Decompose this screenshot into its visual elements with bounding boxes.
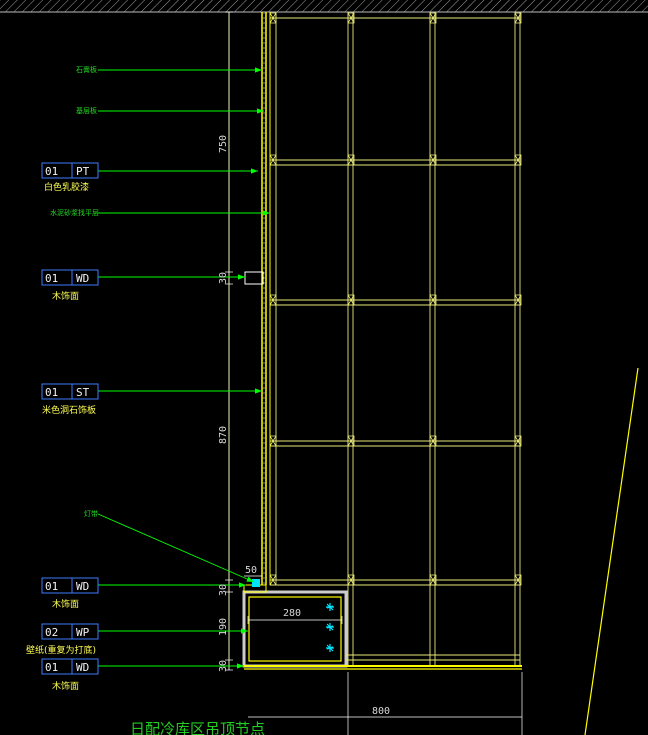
callout-4-index: 02 — [45, 626, 58, 639]
wood-block — [244, 271, 264, 285]
callout-4-code: WP — [76, 626, 90, 639]
joint-cross — [514, 574, 522, 586]
callout-5-index: 01 — [45, 661, 58, 674]
callout-0: 01 PT 白色乳胶漆 — [41, 162, 99, 193]
callout-1-code: WD — [76, 272, 89, 285]
dim-280: 280 — [283, 608, 301, 619]
callout-5: 01 WD 木饰面 — [41, 658, 99, 692]
joint-marker — [514, 294, 522, 306]
anchor-bolts — [326, 603, 334, 652]
joint-marker — [429, 435, 437, 447]
joint-marker — [429, 574, 437, 586]
joint-cross — [269, 294, 277, 306]
joint-cross — [347, 294, 355, 306]
dim-30-c: 30 — [218, 660, 229, 672]
bottom-box-detail — [242, 271, 522, 670]
label-grade-line: 水泥砂浆找平层 — [50, 208, 99, 217]
label-light-strip: 灯带 — [84, 509, 98, 518]
callout-5-desc: 木饰面 — [52, 680, 79, 692]
joint-cross — [514, 435, 522, 447]
dim-190: 190 — [218, 618, 229, 636]
joint-cross — [347, 154, 355, 166]
joint-marker — [514, 435, 522, 447]
joint-marker — [347, 435, 355, 447]
joint-cross — [514, 294, 522, 306]
label-base-board: 基层板 — [76, 106, 97, 115]
joint-cross — [269, 435, 277, 447]
callout-4-desc: 壁纸(重复为打底) — [26, 644, 96, 656]
joint-marker — [347, 12, 355, 24]
anchor-bolt — [326, 603, 334, 611]
label-stone-board: 石膏板 — [76, 65, 97, 74]
callout-1-index: 01 — [45, 272, 58, 285]
dim-30-a: 30 — [218, 272, 229, 284]
steel-frame-grid — [270, 12, 521, 665]
leader-lines — [97, 67, 270, 669]
callout-3-code: WD — [76, 580, 89, 593]
joint-cross — [429, 574, 437, 586]
dim-750: 750 — [218, 135, 229, 153]
joint-cross — [269, 154, 277, 166]
wall-build-up — [261, 12, 271, 585]
joint-marker — [429, 154, 437, 166]
joint-cross — [269, 12, 277, 24]
dim-50: 50 — [245, 565, 257, 576]
ceiling-slab-hatch — [0, 0, 648, 12]
joint-cross — [347, 435, 355, 447]
dimension-lines — [225, 11, 523, 735]
joint-cross — [429, 154, 437, 166]
callout-1: 01 WD 木饰面 — [41, 269, 99, 302]
joint-marker — [429, 12, 437, 24]
callout-0-index: 01 — [45, 165, 58, 178]
callout-0-code: PT — [76, 165, 90, 178]
grid-joint-markers — [269, 12, 522, 586]
callout-3: 01 WD 木饰面 — [41, 577, 99, 610]
callout-4: 02 WP 壁纸(重复为打底) — [26, 623, 99, 656]
joint-cross — [347, 574, 355, 586]
joint-cross — [514, 154, 522, 166]
callout-2-index: 01 — [45, 386, 58, 399]
callout-0-desc: 白色乳胶漆 — [44, 181, 89, 193]
callout-5-code: WD — [76, 661, 89, 674]
dim-870: 870 — [218, 426, 229, 444]
drawing-title: 日配冷库区吊顶节点 — [130, 720, 265, 735]
joint-marker — [429, 294, 437, 306]
joint-marker — [514, 574, 522, 586]
joint-cross — [269, 574, 277, 586]
joint-marker — [347, 154, 355, 166]
dim-30-b: 30 — [218, 584, 229, 596]
anchor-bolt — [326, 623, 334, 631]
callout-1-desc: 木饰面 — [52, 290, 79, 302]
callout-2-code: ST — [76, 386, 90, 399]
dim-800: 800 — [372, 706, 390, 717]
light-strip — [252, 579, 260, 587]
joint-cross — [429, 294, 437, 306]
joint-cross — [514, 12, 522, 24]
joint-marker — [514, 12, 522, 24]
anchor-bolt — [326, 644, 334, 652]
callout-3-index: 01 — [45, 580, 58, 593]
joint-cross — [429, 12, 437, 24]
joint-marker — [347, 294, 355, 306]
callout-3-desc: 木饰面 — [52, 598, 79, 610]
joint-cross — [429, 435, 437, 447]
joint-marker — [347, 574, 355, 586]
joint-marker — [514, 154, 522, 166]
slope-line — [584, 367, 639, 735]
callout-2-desc: 米色洞石饰板 — [42, 404, 96, 416]
joint-cross — [347, 12, 355, 24]
callout-2: 01 ST 米色洞石饰板 — [41, 383, 99, 416]
